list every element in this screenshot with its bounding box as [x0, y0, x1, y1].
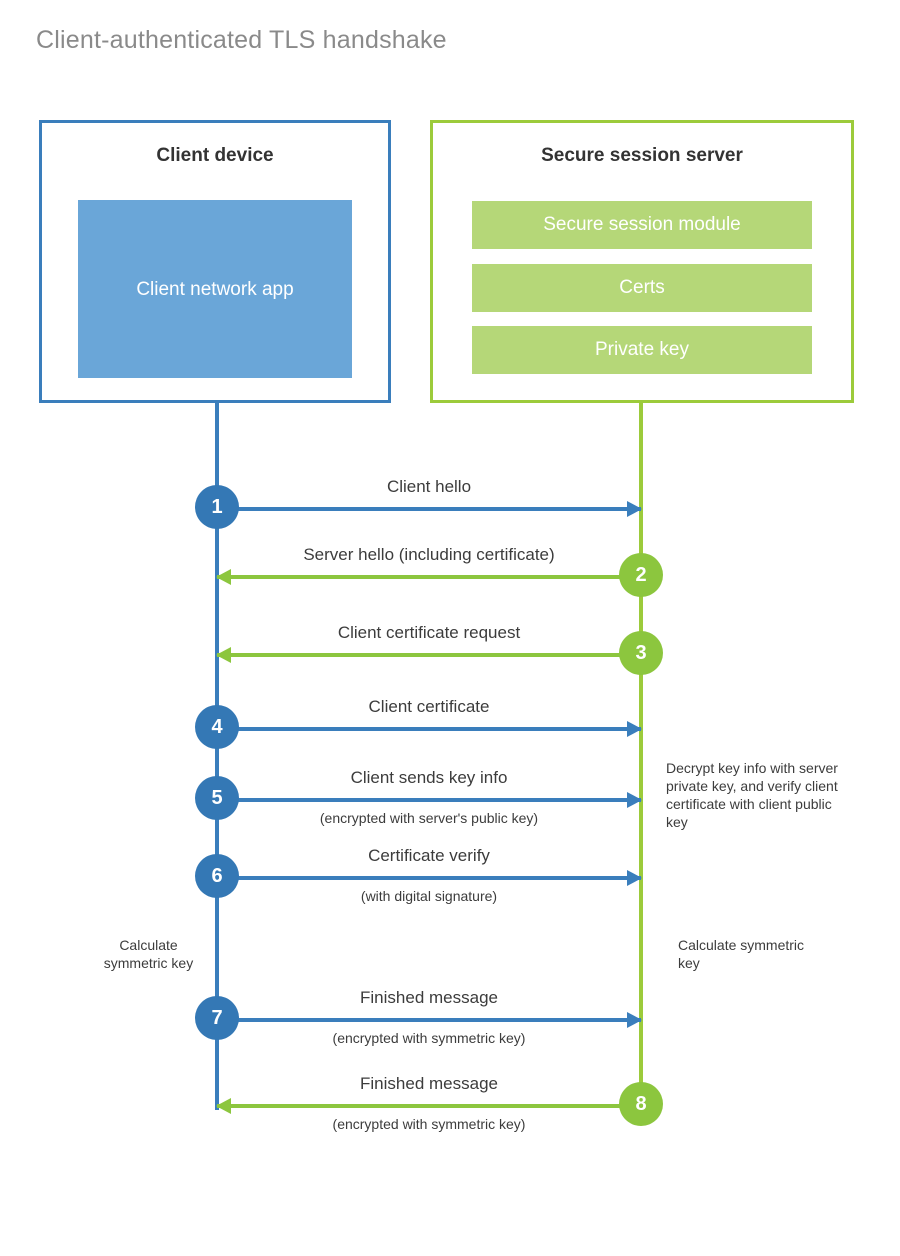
message-1-line — [217, 507, 641, 511]
page-title: Client-authenticated TLS handshake — [36, 26, 447, 54]
step-number: 1 — [211, 495, 223, 518]
step-marker-6[interactable]: 6 — [195, 854, 239, 898]
message-5-sublabel: (encrypted with server's public key) — [319, 810, 539, 826]
message-3-label: Client certificate request — [337, 623, 521, 642]
message-2-label: Server hello (including certificate) — [303, 545, 555, 564]
server-component-certs: Certs — [472, 264, 812, 312]
message-5-line — [217, 798, 641, 802]
message-8-label: Finished message — [360, 1074, 498, 1093]
step-marker-1[interactable]: 1 — [195, 485, 239, 529]
step-number: 3 — [635, 641, 647, 664]
client-device-title: Client device — [156, 145, 274, 166]
arrow-right-icon — [627, 721, 642, 737]
arrow-left-icon — [216, 569, 231, 585]
arrow-right-icon — [627, 870, 642, 886]
message-4-label: Client certificate — [368, 697, 490, 716]
step-number: 7 — [211, 1006, 223, 1029]
step-number: 4 — [211, 715, 223, 738]
message-8-sublabel: (encrypted with symmetric key) — [332, 1116, 526, 1132]
arrow-right-icon — [627, 1012, 642, 1028]
message-6-sublabel: (with digital signature) — [360, 888, 498, 904]
message-6-label: Certificate verify — [368, 846, 490, 865]
step-marker-5[interactable]: 5 — [195, 776, 239, 820]
message-2-line — [217, 575, 641, 579]
client-device-box: Client device Client network app — [39, 120, 391, 403]
message-7-sublabel: (encrypted with symmetric key) — [332, 1030, 526, 1046]
message-7-line — [217, 1018, 641, 1022]
client-network-app-label: Client network app — [136, 278, 294, 300]
server-calculate-symmetric-key-note: Calculate symmetric key — [678, 937, 805, 971]
server-component-label: Private key — [595, 339, 689, 360]
server-component-secure-session-module: Secure session module — [472, 201, 812, 249]
step-marker-7[interactable]: 7 — [195, 996, 239, 1040]
server-component-label: Secure session module — [543, 214, 741, 235]
step-number: 6 — [211, 864, 223, 887]
message-8-line — [217, 1104, 641, 1108]
client-network-app-box: Client network app — [78, 200, 352, 378]
server-decrypt-note: Decrypt key info with server private key… — [666, 760, 838, 830]
step-marker-3[interactable]: 3 — [619, 631, 663, 675]
step-number: 2 — [635, 563, 647, 586]
secure-session-server-box: Secure session server Secure session mod… — [430, 120, 854, 403]
message-3-line — [217, 653, 641, 657]
message-1-label: Client hello — [386, 477, 472, 496]
step-number: 5 — [211, 786, 223, 809]
step-number: 8 — [635, 1092, 647, 1115]
arrow-right-icon — [627, 501, 642, 517]
arrow-left-icon — [216, 1098, 231, 1114]
secure-session-server-title: Secure session server — [541, 145, 743, 166]
arrow-left-icon — [216, 647, 231, 663]
message-4-line — [217, 727, 641, 731]
step-marker-4[interactable]: 4 — [195, 705, 239, 749]
client-calculate-symmetric-key-note: Calculate symmetric key — [103, 937, 194, 971]
message-7-label: Finished message — [360, 988, 498, 1007]
server-lifeline — [639, 400, 643, 1106]
server-component-private-key: Private key — [472, 326, 812, 374]
client-lifeline — [215, 400, 219, 1110]
message-5-label: Client sends key info — [350, 768, 508, 787]
message-6-line — [217, 876, 641, 880]
step-marker-8[interactable]: 8 — [619, 1082, 663, 1126]
arrow-right-icon — [627, 792, 642, 808]
step-marker-2[interactable]: 2 — [619, 553, 663, 597]
server-component-label: Certs — [619, 277, 665, 298]
